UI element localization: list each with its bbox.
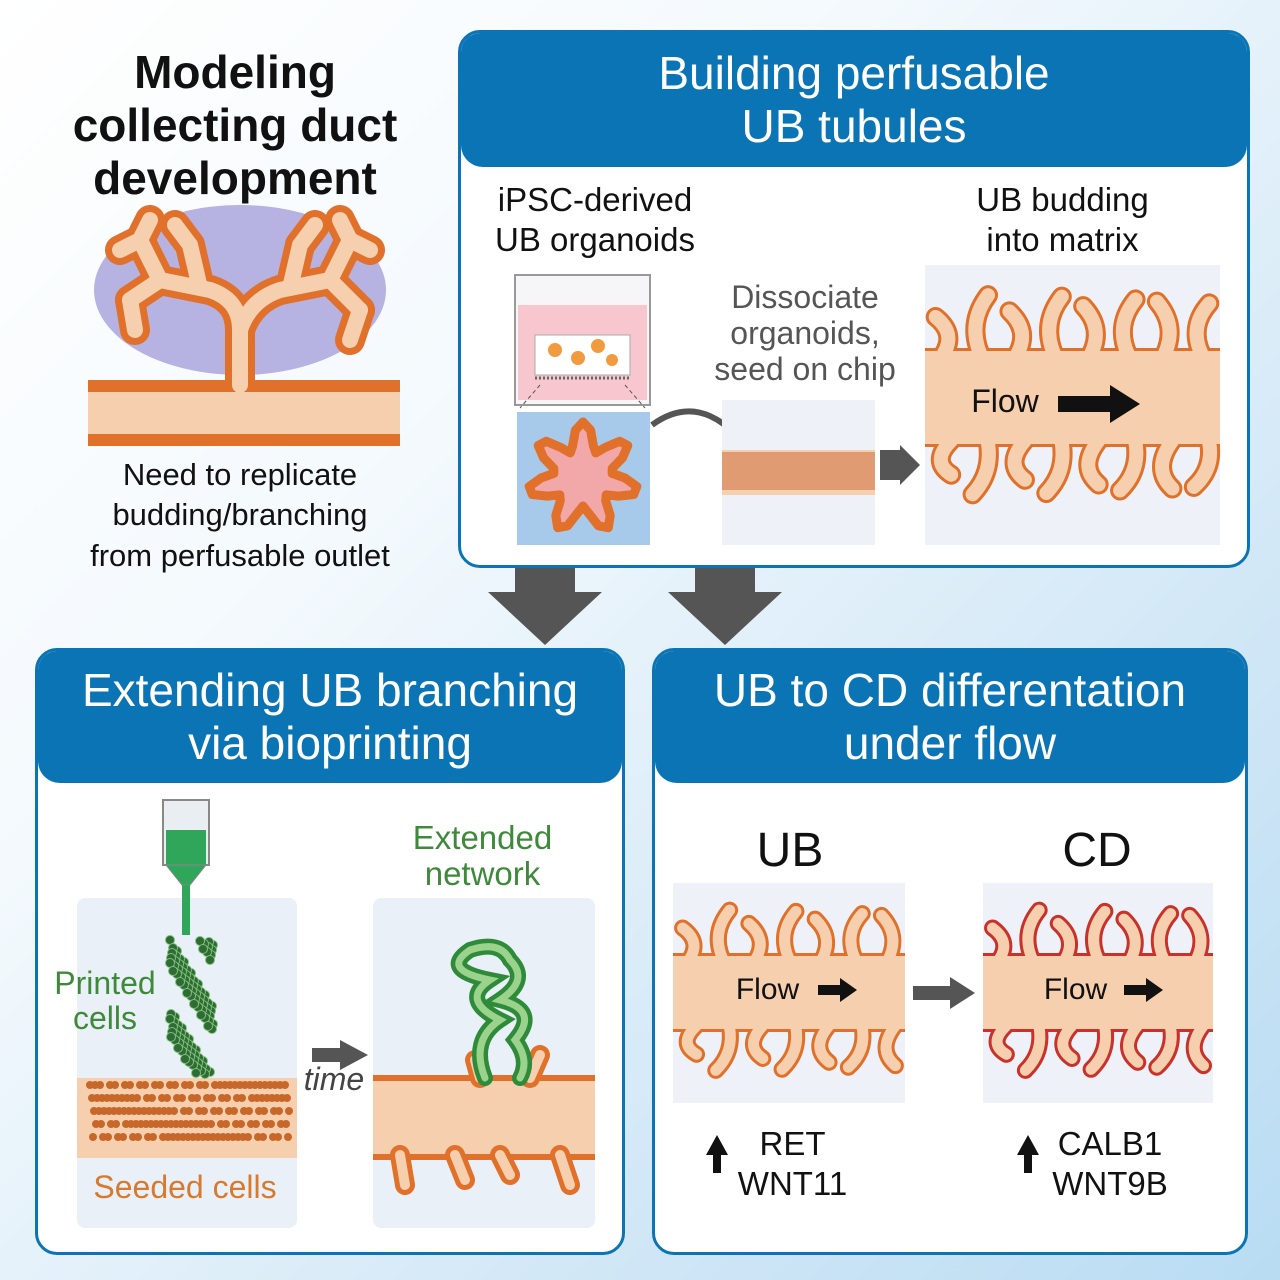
cd-label: CD — [1062, 824, 1132, 877]
panel-header: UB to CD differentation under flow — [655, 651, 1245, 783]
arrow-icon — [880, 445, 920, 485]
down-arrow-icon — [488, 568, 602, 645]
transwell-icon — [514, 274, 651, 409]
panel-header: Building perfusable UB tubules — [461, 33, 1247, 167]
dissociate-label: Dissociate organoids, seed on chip — [714, 279, 896, 387]
down-arrow-icon — [668, 568, 782, 645]
flow-arrow-icon — [1124, 978, 1163, 1002]
flow-arrow-icon — [818, 978, 857, 1002]
ub-markers: RET WNT11 — [737, 1125, 848, 1202]
panel-header: Extending UB branching via bioprinting — [38, 651, 622, 783]
budding-label: UB budding into matrix — [976, 181, 1149, 258]
intro-caption: Need to replicate budding/branching from… — [90, 457, 390, 573]
flow-arrow-icon — [1058, 385, 1140, 423]
intro-title: Modeling collecting duct development — [72, 46, 398, 204]
organoids-label: iPSC-derived UB organoids — [495, 181, 695, 258]
cd-markers: CALB1 WNT9B — [1052, 1125, 1168, 1202]
extended-network-label: Extended network — [412, 819, 553, 893]
ub-flow-label: Flow — [735, 973, 800, 1006]
cd-flow-label: Flow — [1043, 973, 1108, 1006]
arrow-icon — [913, 977, 975, 1009]
seeded-cells-label: Seeded cells — [93, 1169, 277, 1205]
up-arrow-icon — [706, 1135, 728, 1173]
printer-nozzle-icon — [162, 799, 210, 935]
arrow-icon — [312, 1040, 368, 1070]
time-label: time — [303, 1061, 365, 1097]
ub-label: UB — [756, 824, 824, 877]
flow-label: Flow — [971, 383, 1039, 419]
printed-cells-label: Printed cells — [54, 965, 156, 1037]
up-arrow-icon — [1017, 1135, 1039, 1173]
